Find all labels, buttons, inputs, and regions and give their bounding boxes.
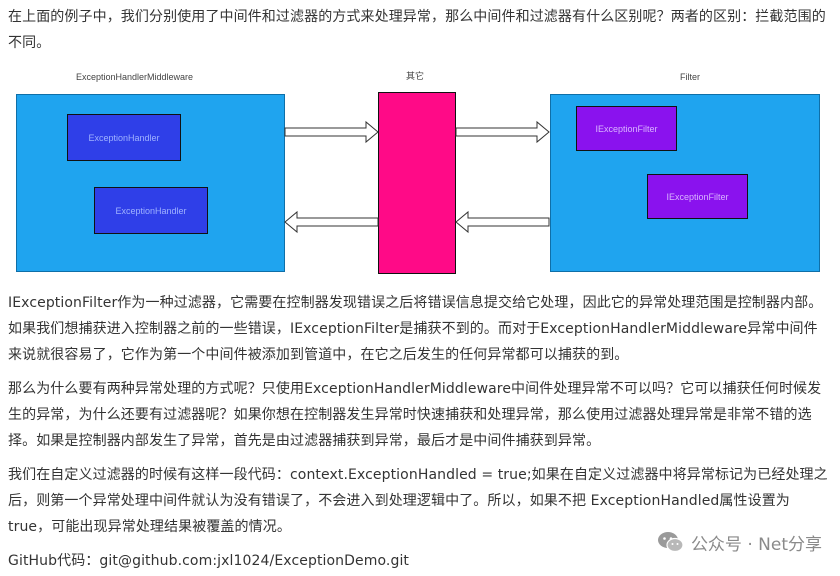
- exception-handler-box-2: ExceptionHandler: [94, 187, 208, 234]
- paragraph-why-two-ways: 那么为什么要有两种异常处理的方式呢？只使用ExceptionHandlerMid…: [8, 381, 822, 449]
- left-panel-title: ExceptionHandlerMiddleware: [76, 72, 194, 82]
- paragraph-github-link: GitHub代码：git@github.com:jxl1024/Exceptio…: [8, 553, 410, 569]
- flow-arrows: [284, 120, 550, 234]
- arrow-right-1: [284, 120, 379, 144]
- intro-paragraph: 在上面的例子中，我们分别使用了中间件和过滤器的方式来处理异常，那么中间件和过滤器…: [8, 9, 826, 51]
- architecture-diagram: ExceptionHandlerMiddleware 其它 Filter Exc…: [0, 60, 840, 280]
- watermark: 公众号 · Net分享: [657, 528, 822, 556]
- middle-block-title: 其它: [406, 71, 425, 81]
- right-panel-title: Filter: [680, 72, 700, 82]
- paragraph-filter-scope: IExceptionFilter作为一种过滤器，它需要在控制器发现错误之后将错误…: [8, 295, 823, 363]
- arrow-left-1: [455, 210, 550, 234]
- exception-handler-box-1: ExceptionHandler: [67, 114, 181, 161]
- other-block: [378, 92, 456, 274]
- arrow-right-2: [455, 120, 550, 144]
- iexception-filter-box-2: IExceptionFilter: [647, 174, 748, 219]
- wechat-icon: [657, 530, 685, 554]
- paragraph-exception-handled: 我们在自定义过滤器的时候有这样一段代码：context.ExceptionHan…: [8, 467, 828, 535]
- iexception-filter-box-1: IExceptionFilter: [576, 106, 677, 151]
- watermark-text: 公众号 · Net分享: [690, 534, 822, 555]
- arrow-left-2: [284, 210, 379, 234]
